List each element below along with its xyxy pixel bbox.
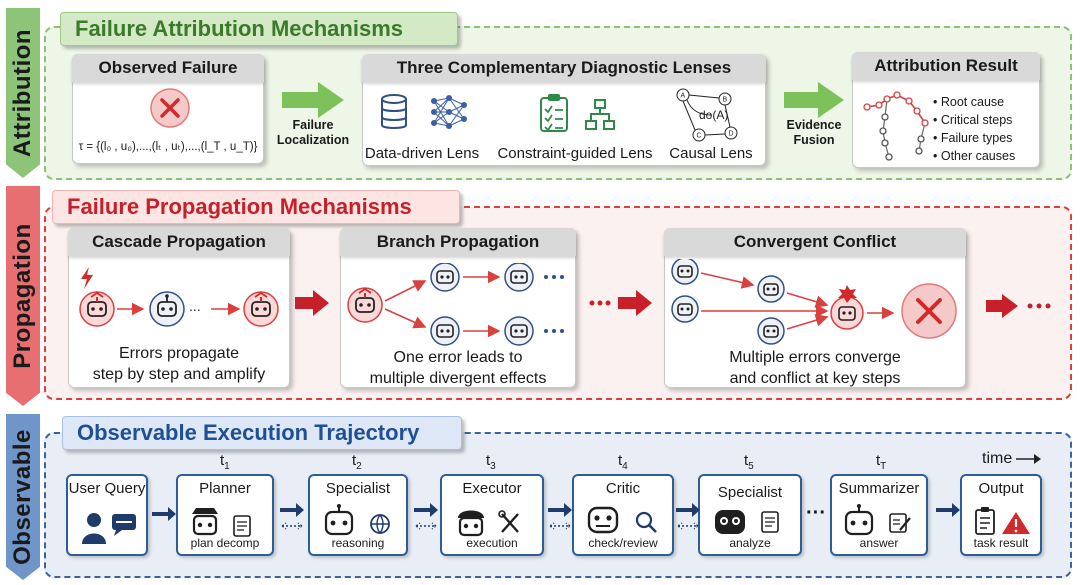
step-critic: Critic check/review bbox=[572, 474, 674, 556]
result-item: • Critical steps bbox=[933, 113, 1013, 127]
robot-icon bbox=[430, 316, 460, 346]
summarizer-robot-icon bbox=[844, 504, 911, 536]
branch-text: One error leads to multiple divergent ef… bbox=[369, 349, 547, 387]
specialist-robot-icon bbox=[324, 504, 390, 536]
svg-text:C: C bbox=[697, 133, 702, 140]
propagation-title: Failure Propagation Mechanisms bbox=[52, 190, 460, 224]
svg-text:A: A bbox=[681, 93, 686, 100]
lens-label-constraint: Constraint-guided Lens bbox=[497, 145, 653, 162]
result-item: • Failure types bbox=[933, 131, 1013, 145]
localization-arrow-icon bbox=[282, 82, 344, 118]
lenses-card: Three Complementary Diagnostic Lenses bbox=[362, 54, 766, 166]
executor-robot-icon bbox=[458, 510, 519, 537]
branch-flow bbox=[347, 263, 564, 346]
step-specialist-2: Specialist analyze bbox=[698, 474, 802, 556]
lens-label-data: Data-driven Lens bbox=[364, 145, 480, 162]
result-item: • Other causes bbox=[933, 149, 1016, 163]
planner-robot-icon bbox=[192, 508, 251, 537]
branch-card: Branch Propagation bbox=[340, 228, 576, 388]
failure-localization-label: Failure Localization bbox=[276, 118, 350, 147]
convergent-title: Convergent Conflict bbox=[664, 228, 966, 256]
robot-icon bbox=[149, 291, 185, 327]
robot-icon bbox=[504, 316, 534, 346]
evidence-fusion-label: Evidence Fusion bbox=[786, 118, 842, 147]
hierarchy-icon bbox=[585, 99, 615, 130]
lightning-icon bbox=[81, 267, 93, 289]
step-summarizer: Summarizer answer bbox=[830, 474, 928, 556]
propagation-arrow-icon bbox=[295, 290, 329, 316]
time-label-t5: t5 bbox=[744, 452, 754, 472]
robot-icon bbox=[757, 275, 785, 303]
propagation-arrow-icon bbox=[589, 290, 652, 316]
side-propagation: Propagation bbox=[6, 186, 40, 406]
critic-robot-icon bbox=[587, 506, 657, 534]
result-list: • Root cause • Critical steps • Failure … bbox=[933, 93, 1015, 165]
trajectory-ellipsis: ··· bbox=[806, 502, 826, 524]
side-observable: Observable bbox=[6, 414, 40, 580]
convergent-flow bbox=[671, 259, 957, 345]
time-label-t1: t1 bbox=[220, 452, 230, 472]
fusion-arrow-icon bbox=[784, 82, 844, 118]
trace-path-icon bbox=[863, 91, 929, 161]
neural-network-icon bbox=[431, 95, 467, 129]
trajectory-formula: τ = {(l₀ , u₀),...,(lₜ , uₜ),...,(l_T , … bbox=[78, 141, 258, 153]
checklist-icon bbox=[540, 94, 568, 132]
cascade-text: Errors propagate step by step and amplif… bbox=[92, 345, 266, 383]
svg-text:D: D bbox=[729, 131, 734, 138]
step-output: Output task result bbox=[960, 474, 1042, 556]
svg-text:...: ... bbox=[189, 298, 201, 314]
step-specialist: Specialist reasoning bbox=[308, 474, 408, 556]
svg-text:do(A): do(A) bbox=[699, 108, 728, 122]
failure-x-icon bbox=[901, 283, 957, 339]
time-label: time bbox=[982, 450, 1042, 468]
convergent-card: Convergent Conflict bbox=[664, 228, 966, 388]
robot-icon bbox=[671, 295, 699, 323]
step-executor: Executor execution bbox=[440, 474, 544, 556]
robot-icon bbox=[430, 263, 460, 292]
user-chat-icon bbox=[82, 513, 136, 544]
output-icon bbox=[975, 507, 1030, 535]
lens-label-causal: Causal Lens bbox=[669, 145, 753, 162]
time-label-t2: t2 bbox=[352, 452, 362, 472]
attribution-result-card: Attribution Result • Root cause • Critic… bbox=[852, 52, 1040, 168]
database-icon bbox=[381, 94, 407, 129]
robot-error-icon bbox=[243, 291, 279, 327]
attribution-title: Failure Attribution Mechanisms bbox=[60, 12, 458, 46]
time-label-t4: t4 bbox=[618, 452, 628, 472]
causal-graph-icon: A B C D do(A) bbox=[676, 88, 738, 142]
attribution-result-title: Attribution Result bbox=[852, 52, 1040, 80]
time-arrow-icon bbox=[1016, 454, 1042, 464]
observed-failure-title: Observed Failure bbox=[72, 54, 264, 82]
robot-error-icon bbox=[79, 291, 115, 327]
cascade-card: Cascade Propagation ... bbox=[68, 228, 290, 388]
specialist-robot-icon bbox=[715, 510, 779, 534]
time-label-t3: t3 bbox=[486, 452, 496, 472]
svg-text:B: B bbox=[723, 97, 728, 104]
robot-icon bbox=[671, 259, 699, 285]
time-label-tT: tT bbox=[876, 452, 887, 472]
observed-failure-card: Observed Failure τ = {(l₀ , u₀),...,(lₜ … bbox=[72, 54, 264, 164]
robot-icon bbox=[757, 317, 785, 345]
propagation-arrow-icon bbox=[986, 294, 1051, 318]
robot-error-icon bbox=[347, 287, 383, 323]
step-user-query: User Query bbox=[66, 474, 148, 556]
cascade-flow: ... bbox=[79, 291, 279, 327]
step-planner: Planner plan decomp bbox=[176, 474, 274, 556]
robot-icon bbox=[504, 263, 534, 292]
cascade-title: Cascade Propagation bbox=[68, 228, 290, 256]
lenses-title: Three Complementary Diagnostic Lenses bbox=[362, 54, 766, 82]
observable-title: Observable Execution Trajectory bbox=[62, 416, 462, 450]
branch-title: Branch Propagation bbox=[340, 228, 576, 256]
robot-conflict-icon bbox=[830, 285, 864, 330]
trajectory-arrows bbox=[152, 503, 960, 530]
failure-x-icon bbox=[150, 88, 190, 128]
side-attribution: Attribution bbox=[6, 8, 40, 178]
convergent-text: Multiple errors converge and conflict at… bbox=[729, 349, 901, 387]
result-item: • Root cause bbox=[933, 95, 1005, 109]
